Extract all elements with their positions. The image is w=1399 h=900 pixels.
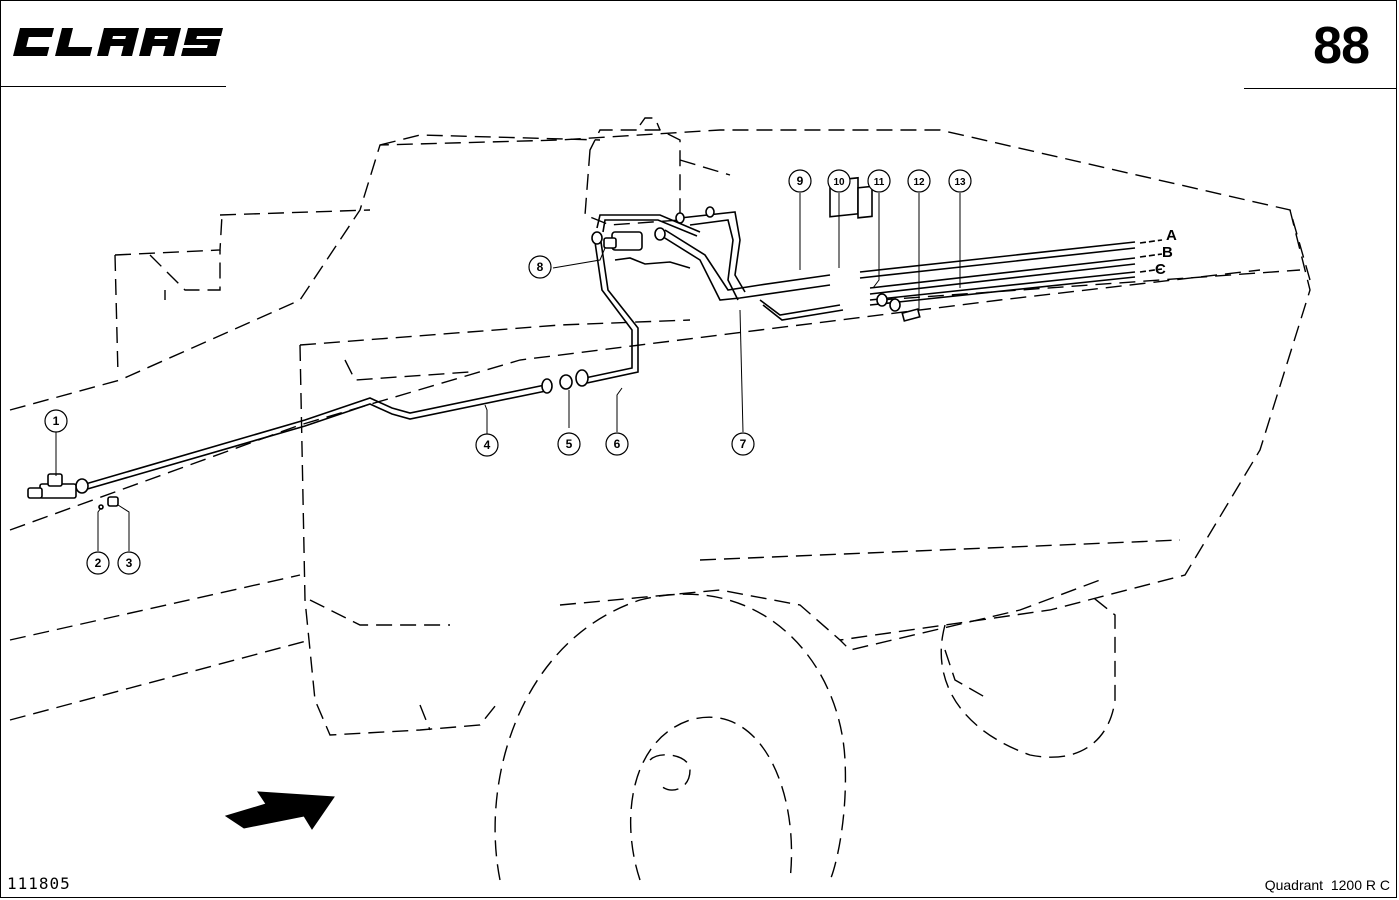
drawing-number: 111805 xyxy=(7,874,71,893)
callout-8-label: 8 xyxy=(537,260,544,274)
page-number: 88 xyxy=(1313,17,1370,75)
connection-arrows xyxy=(1139,239,1163,273)
callout-10: 10 xyxy=(827,169,851,193)
wheel xyxy=(494,593,847,881)
logo-underline xyxy=(0,86,226,87)
model-name: Quadrant 1200 R C xyxy=(1264,877,1390,893)
callout-9: 9 xyxy=(788,169,812,193)
callout-11: 11 xyxy=(867,169,891,193)
callout-7-label: 7 xyxy=(740,437,747,451)
callout-group: 1 2 3 4 5 6 7 8 9 10 11 12 13 xyxy=(44,169,972,575)
callout-5-label: 5 xyxy=(566,437,573,451)
callout-13: 13 xyxy=(948,169,972,193)
callout-13-label: 13 xyxy=(954,177,966,188)
callout-3-label: 3 xyxy=(126,556,133,570)
connection-label-c: C xyxy=(1155,261,1166,278)
callout-3: 3 xyxy=(117,551,141,575)
callout-8: 8 xyxy=(528,255,552,279)
hydraulic-lines xyxy=(81,211,1136,491)
callout-4: 4 xyxy=(475,433,499,457)
callout-1-label: 1 xyxy=(53,414,60,428)
callout-12-label: 12 xyxy=(913,177,925,188)
callout-5: 5 xyxy=(557,432,581,456)
callout-2: 2 xyxy=(86,551,110,575)
claas-logo xyxy=(13,28,224,56)
page-number-underline xyxy=(1244,88,1397,89)
travel-direction-arrow-icon xyxy=(224,791,335,830)
callout-10-label: 10 xyxy=(833,177,845,188)
connection-label-a: A xyxy=(1166,227,1177,244)
callout-11-label: 11 xyxy=(874,177,885,188)
callout-1: 1 xyxy=(44,409,68,433)
callout-6-label: 6 xyxy=(614,437,621,451)
callout-7: 7 xyxy=(731,432,755,456)
machine-outline xyxy=(9,117,1311,758)
callout-2-label: 2 xyxy=(95,556,102,570)
fittings xyxy=(27,176,921,510)
connection-label-b: B xyxy=(1162,244,1173,261)
callout-4-label: 4 xyxy=(484,438,491,452)
connection-label-group: A B C xyxy=(1155,227,1177,278)
callout-12: 12 xyxy=(907,169,931,193)
callout-9-label: 9 xyxy=(797,174,804,188)
callout-6: 6 xyxy=(605,432,629,456)
leader-lines xyxy=(55,193,961,551)
